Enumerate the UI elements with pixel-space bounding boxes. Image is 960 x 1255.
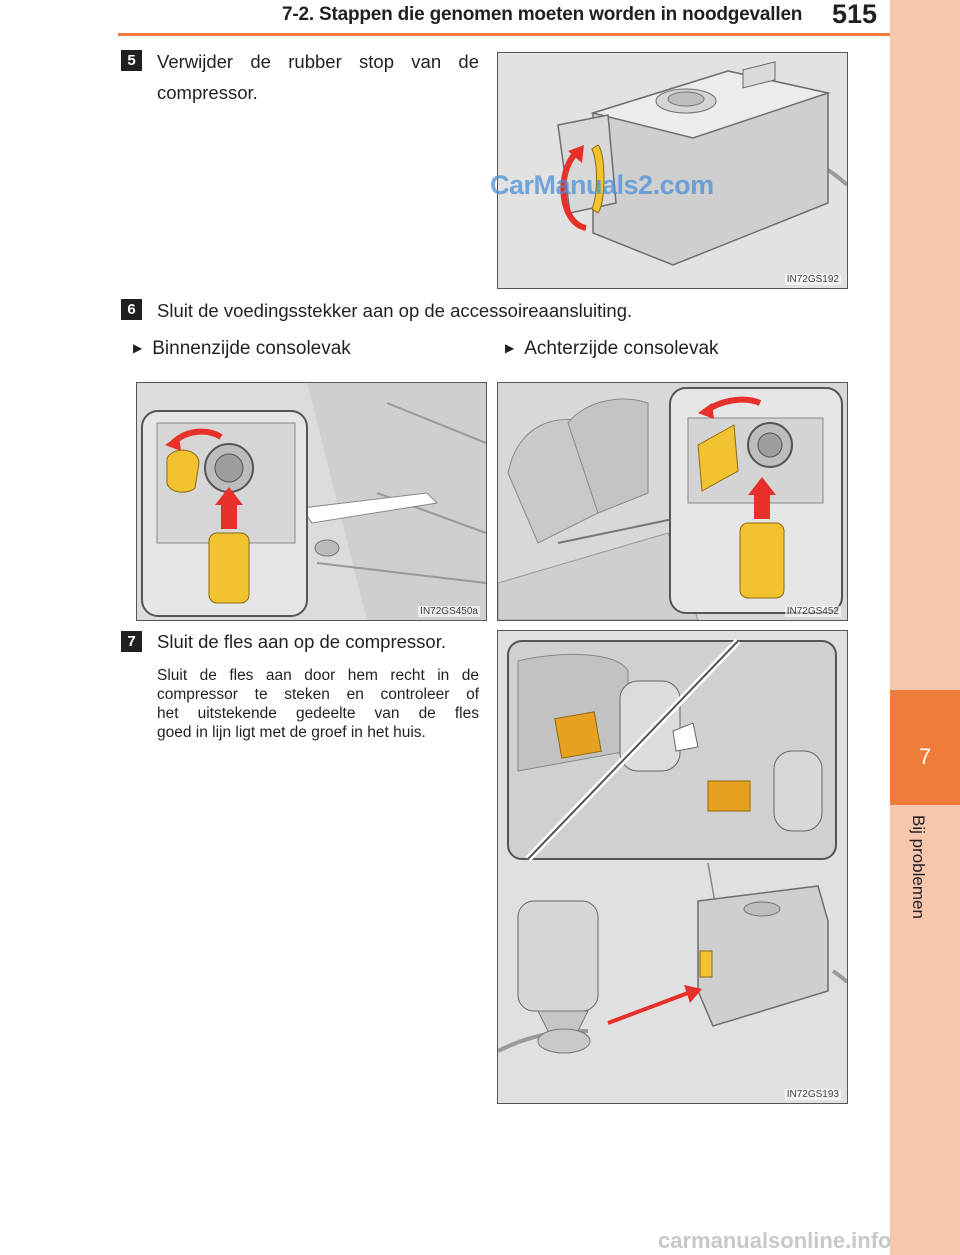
step-7-detail-line3: het uitstekende gedeelte van de fles xyxy=(157,705,479,722)
triangle-bullet-icon: ▶ xyxy=(133,341,143,355)
option-rear-console: ▶ Achterzijde consolevak xyxy=(505,338,719,360)
step-7-detail-line1: Sluit de fles aan door hem recht in de xyxy=(157,667,479,684)
chapter-tab-block xyxy=(890,690,960,805)
chapter-title: Bij problemen xyxy=(909,815,928,919)
rear-console-figure: IN72GS452 xyxy=(497,382,848,621)
option-inner-console: ▶ Binnenzijde consolevak xyxy=(133,338,351,360)
step-badge-6: 6 xyxy=(121,299,142,320)
running-header-title: 7-2. Stappen die genomen moeten worden i… xyxy=(282,4,803,25)
step-6-text: Sluit de voedingsstekker aan op de acces… xyxy=(157,300,633,321)
compressor-figure: IN72GS192 xyxy=(497,52,848,289)
chapter-side-tab xyxy=(890,0,960,1255)
option-rear-label: Achterzijde consolevak xyxy=(524,338,719,359)
option-inner-label: Binnenzijde consolevak xyxy=(152,338,351,359)
figure-code-450a: IN72GS450a xyxy=(418,606,480,617)
step-badge-7: 7 xyxy=(121,631,142,652)
page-number: 515 xyxy=(832,0,878,29)
triangle-bullet-icon: ▶ xyxy=(505,341,515,355)
step-7-text: Sluit de fles aan op de compressor. xyxy=(157,631,446,652)
site-watermark: carmanualsonline.info xyxy=(658,1228,892,1253)
inner-console-illustration xyxy=(137,383,486,620)
chapter-number: 7 xyxy=(918,744,932,769)
step-7-detail-line4: goed in lijn ligt met de groef in het hu… xyxy=(157,724,426,741)
bottle-compressor-illustration xyxy=(498,631,847,1103)
header-divider xyxy=(118,33,890,36)
figure-code-452: IN72GS452 xyxy=(784,606,841,617)
figure-code-192: IN72GS192 xyxy=(784,274,841,285)
step-badge-5: 5 xyxy=(121,50,142,71)
figure-code-193: IN72GS193 xyxy=(784,1089,841,1100)
rear-console-illustration xyxy=(498,383,847,620)
compressor-illustration xyxy=(498,53,847,288)
bottle-compressor-figure: IN72GS193 xyxy=(497,630,848,1104)
step-7-detail-line2: compressor te steken en controleer of xyxy=(157,686,479,703)
inner-console-figure: IN72GS450a xyxy=(136,382,487,621)
watermark-text: CarManuals2.com xyxy=(490,170,714,200)
step-5-text-line1: Verwijder de rubber stop van de xyxy=(157,51,479,72)
step-5-text-line2: compressor. xyxy=(157,82,258,103)
